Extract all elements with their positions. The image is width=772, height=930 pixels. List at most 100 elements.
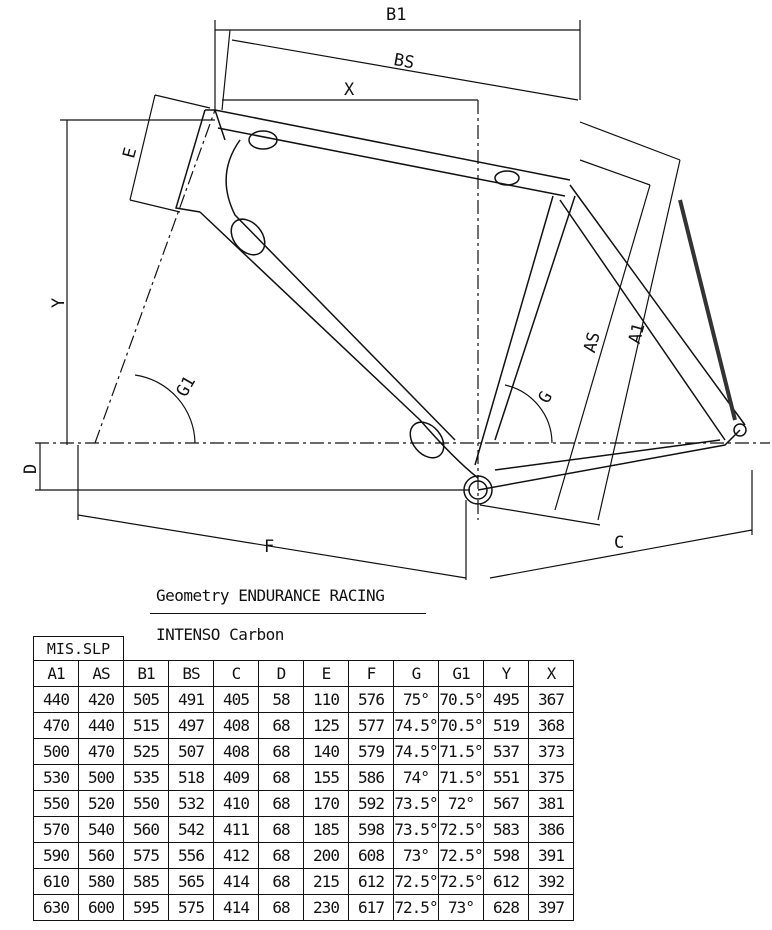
cell-y: 628 xyxy=(483,894,529,921)
cell-g: 75° xyxy=(393,686,439,713)
cell-b1: 505 xyxy=(123,686,169,713)
cell-a1: 570 xyxy=(33,816,79,843)
cell-d: 68 xyxy=(258,894,304,921)
cell-f: 579 xyxy=(348,738,394,765)
column-header-e: E xyxy=(303,660,349,687)
cell-c: 414 xyxy=(213,868,259,895)
cell-d: 58 xyxy=(258,686,304,713)
cell-f: 617 xyxy=(348,894,394,921)
cell-b1: 550 xyxy=(123,790,169,817)
cell-g: 72.5° xyxy=(393,894,439,921)
column-header-as: AS xyxy=(78,660,124,687)
column-header-y: Y xyxy=(483,660,529,687)
cell-g1: 72.5° xyxy=(438,816,484,843)
cell-g1: 72° xyxy=(438,790,484,817)
model-name: INTENSO Carbon xyxy=(156,625,284,644)
cell-bs: 491 xyxy=(168,686,214,713)
cell-x: 397 xyxy=(528,894,574,921)
cell-y: 612 xyxy=(483,868,529,895)
cell-a1: 590 xyxy=(33,842,79,869)
cell-as: 600 xyxy=(78,894,124,921)
dimension-lines xyxy=(35,20,770,580)
cell-g: 73.5° xyxy=(393,790,439,817)
cell-e: 110 xyxy=(303,686,349,713)
cell-a1: 530 xyxy=(33,764,79,791)
cell-x: 391 xyxy=(528,842,574,869)
cell-c: 408 xyxy=(213,738,259,765)
cell-b1: 535 xyxy=(123,764,169,791)
cell-d: 68 xyxy=(258,764,304,791)
cell-d: 68 xyxy=(258,868,304,895)
cell-e: 230 xyxy=(303,894,349,921)
cell-a1: 500 xyxy=(33,738,79,765)
cell-g1: 72.5° xyxy=(438,842,484,869)
cell-x: 386 xyxy=(528,816,574,843)
cell-c: 405 xyxy=(213,686,259,713)
cell-as: 440 xyxy=(78,712,124,739)
cell-x: 368 xyxy=(528,712,574,739)
cell-as: 540 xyxy=(78,816,124,843)
geometry-title: Geometry ENDURANCE RACING xyxy=(156,586,385,605)
label-b1: B1 xyxy=(386,5,406,25)
cell-x: 375 xyxy=(528,764,574,791)
cell-x: 367 xyxy=(528,686,574,713)
cell-x: 381 xyxy=(528,790,574,817)
cell-y: 583 xyxy=(483,816,529,843)
cell-g1: 72.5° xyxy=(438,868,484,895)
cell-y: 537 xyxy=(483,738,529,765)
column-header-c: C xyxy=(213,660,259,687)
size-header: MIS.SLP xyxy=(33,636,124,660)
cell-b1: 585 xyxy=(123,868,169,895)
cell-bs: 556 xyxy=(168,842,214,869)
label-f: F xyxy=(264,537,274,557)
cell-bs: 518 xyxy=(168,764,214,791)
cell-g: 72.5° xyxy=(393,868,439,895)
cell-g1: 70.5° xyxy=(438,712,484,739)
cell-b1: 515 xyxy=(123,712,169,739)
cell-y: 519 xyxy=(483,712,529,739)
cell-y: 567 xyxy=(483,790,529,817)
cell-a1: 610 xyxy=(33,868,79,895)
cell-g: 74.5° xyxy=(393,738,439,765)
cell-d: 68 xyxy=(258,816,304,843)
cell-bs: 507 xyxy=(168,738,214,765)
label-y: Y xyxy=(49,298,69,308)
cell-a1: 630 xyxy=(33,894,79,921)
column-header-x: X xyxy=(528,660,574,687)
cell-g: 74° xyxy=(393,764,439,791)
cell-d: 68 xyxy=(258,712,304,739)
column-header-g1: G1 xyxy=(438,660,484,687)
column-header-g: G xyxy=(393,660,439,687)
cell-as: 500 xyxy=(78,764,124,791)
cell-y: 495 xyxy=(483,686,529,713)
cell-bs: 497 xyxy=(168,712,214,739)
cell-x: 373 xyxy=(528,738,574,765)
cell-f: 608 xyxy=(348,842,394,869)
column-header-a1: A1 xyxy=(33,660,79,687)
cell-bs: 542 xyxy=(168,816,214,843)
cell-e: 215 xyxy=(303,868,349,895)
cell-c: 411 xyxy=(213,816,259,843)
cell-a1: 550 xyxy=(33,790,79,817)
cell-g: 74.5° xyxy=(393,712,439,739)
column-header-bs: BS xyxy=(168,660,214,687)
cell-e: 155 xyxy=(303,764,349,791)
cell-b1: 595 xyxy=(123,894,169,921)
dimension-labels: B1 BS X E Y D G1 F G AS A1 C xyxy=(21,5,649,557)
cell-g1: 70.5° xyxy=(438,686,484,713)
cell-f: 592 xyxy=(348,790,394,817)
cell-bs: 565 xyxy=(168,868,214,895)
column-header-d: D xyxy=(258,660,304,687)
label-x: X xyxy=(344,80,355,100)
cell-a1: 440 xyxy=(33,686,79,713)
column-header-f: F xyxy=(348,660,394,687)
cell-d: 68 xyxy=(258,738,304,765)
